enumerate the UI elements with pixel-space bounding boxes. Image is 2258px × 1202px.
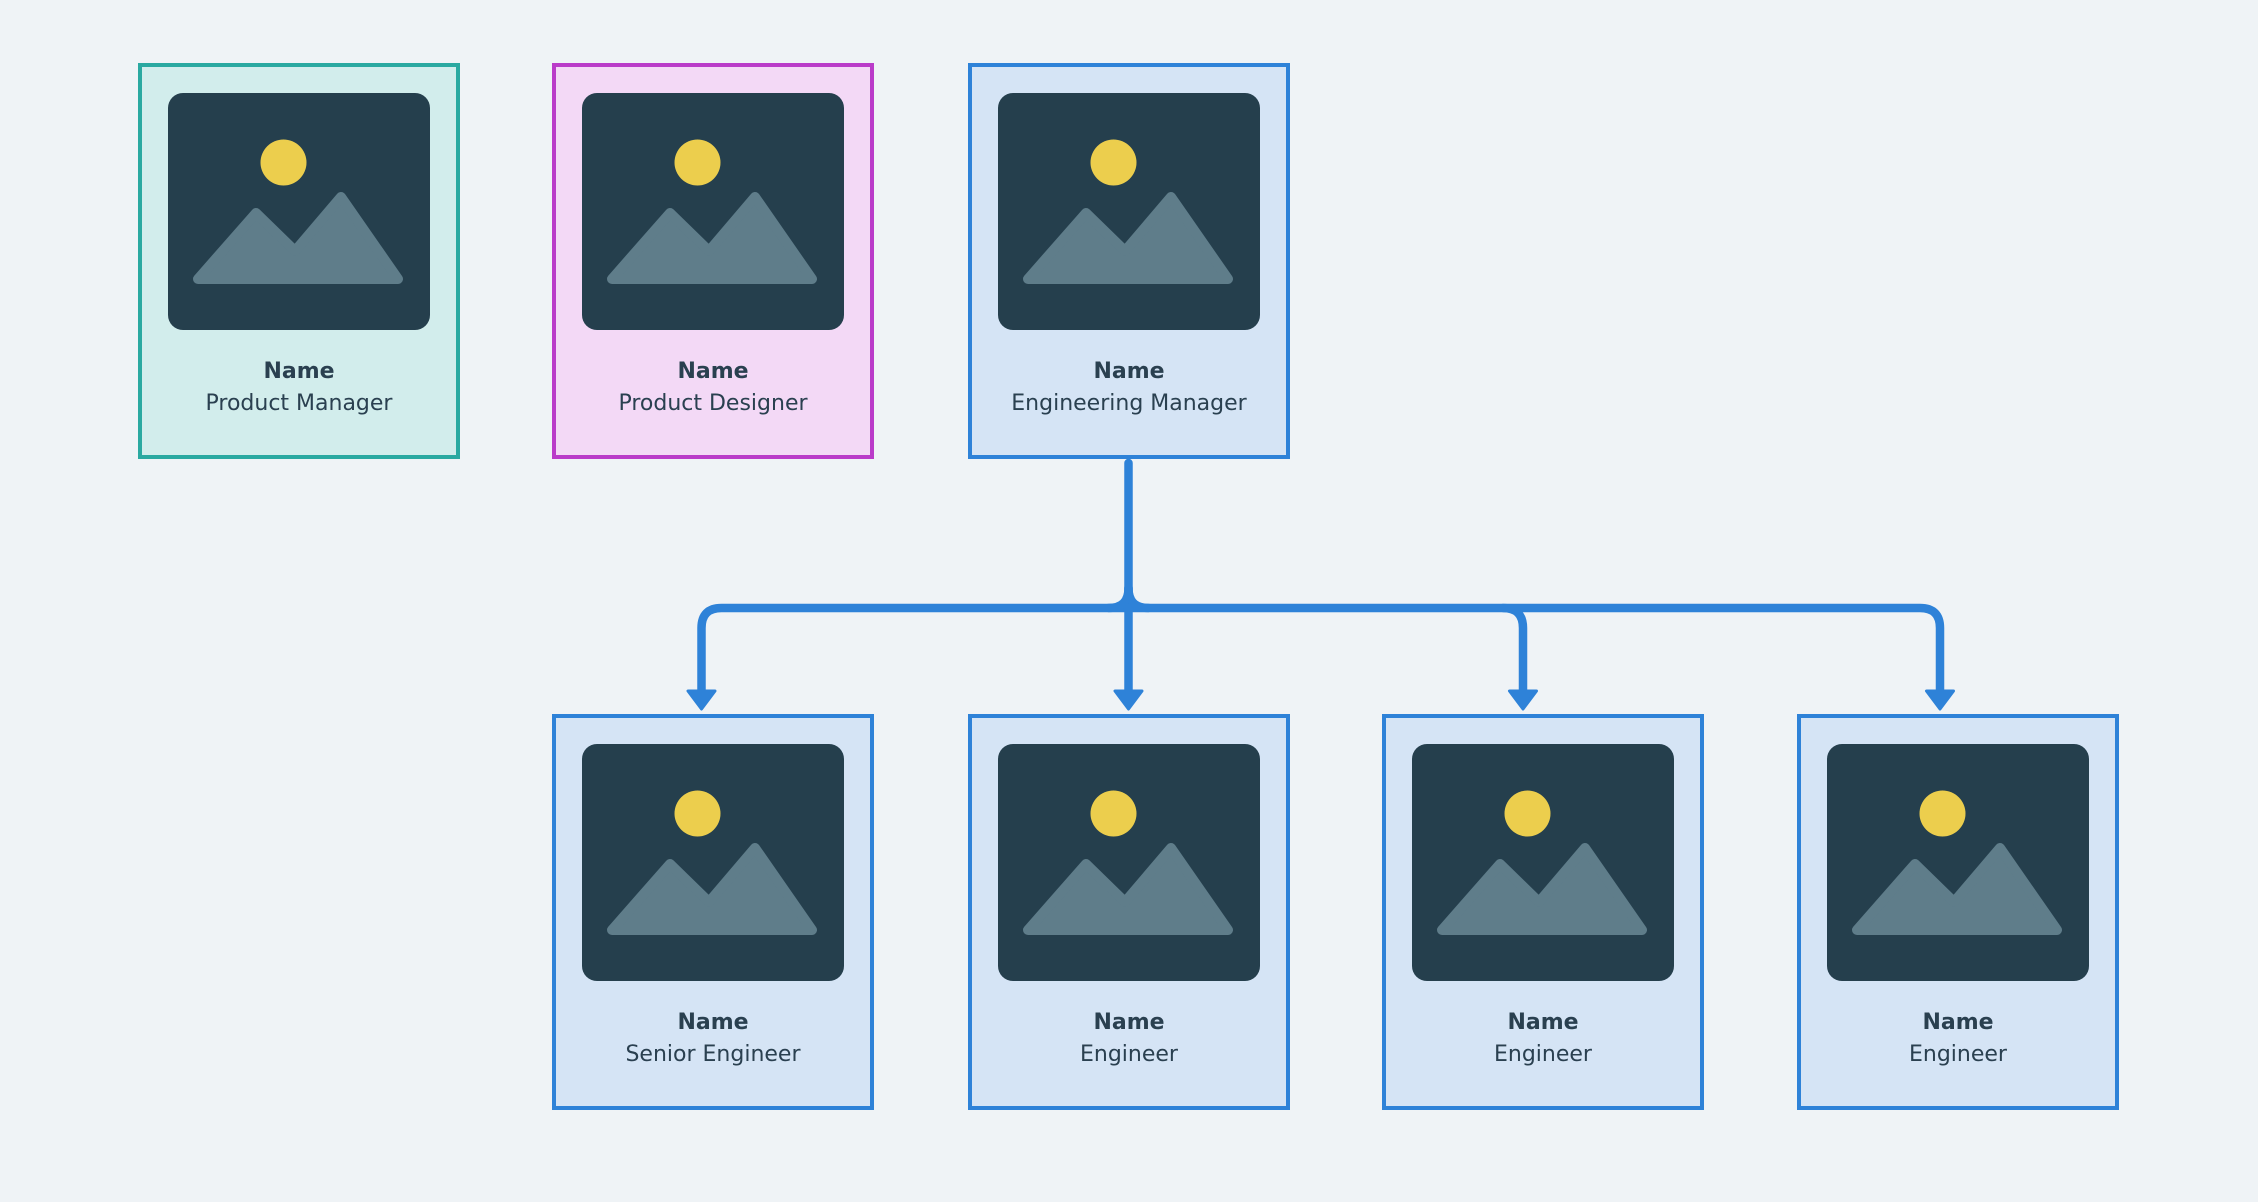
sun-shape <box>674 139 721 186</box>
person-role: Engineer <box>1909 1042 2007 1067</box>
mountains-shape <box>1023 843 1233 935</box>
mountains-shape <box>607 192 817 284</box>
org-card-senior-engineer[interactable]: Name Senior Engineer <box>552 714 874 1110</box>
photo-frame <box>168 93 430 330</box>
sun-shape <box>674 790 721 837</box>
sun-shape <box>1919 790 1966 837</box>
image-placeholder-icon <box>998 744 1260 981</box>
person-role: Engineer <box>1080 1042 1178 1067</box>
photo-frame <box>1412 744 1674 981</box>
org-card-engineer-1[interactable]: Name Engineer <box>968 714 1290 1110</box>
mountains-shape <box>1437 843 1647 935</box>
person-name: Name <box>1093 359 1165 384</box>
person-name: Name <box>677 1010 749 1035</box>
org-card-engineer-2[interactable]: Name Engineer <box>1382 714 1704 1110</box>
sun-shape <box>1090 139 1137 186</box>
person-role: Senior Engineer <box>625 1042 801 1067</box>
mountains-shape <box>607 843 817 935</box>
image-placeholder-icon <box>1827 744 2089 981</box>
photo-frame <box>582 93 844 330</box>
connector-branch <box>1498 603 1528 699</box>
image-placeholder-icon <box>998 93 1260 330</box>
sun-shape <box>1090 790 1137 837</box>
connector-fillet-right <box>1124 583 1153 613</box>
photo-frame <box>998 744 1260 981</box>
image-placeholder-icon <box>582 744 844 981</box>
org-card-engineering-manager[interactable]: Name Engineering Manager <box>968 63 1290 459</box>
org-card-product-designer[interactable]: Name Product Designer <box>552 63 874 459</box>
photo-frame <box>1827 744 2089 981</box>
sun-shape <box>1504 790 1551 837</box>
connector-em-to-children[interactable] <box>686 458 1955 711</box>
person-name: Name <box>263 359 335 384</box>
person-role: Product Designer <box>618 391 808 416</box>
person-name: Name <box>677 359 749 384</box>
person-name: Name <box>1093 1010 1165 1035</box>
person-role: Product Manager <box>205 391 393 416</box>
org-card-engineer-3[interactable]: Name Engineer <box>1797 714 2119 1110</box>
mountains-shape <box>1023 192 1233 284</box>
photo-frame <box>998 93 1260 330</box>
person-name: Name <box>1922 1010 1994 1035</box>
org-card-product-manager[interactable]: Name Product Manager <box>138 63 460 459</box>
image-placeholder-icon <box>168 93 430 330</box>
connector-bus <box>697 603 1945 699</box>
person-role: Engineer <box>1494 1042 1592 1067</box>
mountains-shape <box>1852 843 2062 935</box>
person-role: Engineering Manager <box>1011 391 1247 416</box>
sun-shape <box>260 139 307 186</box>
person-name: Name <box>1507 1010 1579 1035</box>
photo-frame <box>582 744 844 981</box>
image-placeholder-icon <box>582 93 844 330</box>
mountains-shape <box>193 192 403 284</box>
image-placeholder-icon <box>1412 744 1674 981</box>
